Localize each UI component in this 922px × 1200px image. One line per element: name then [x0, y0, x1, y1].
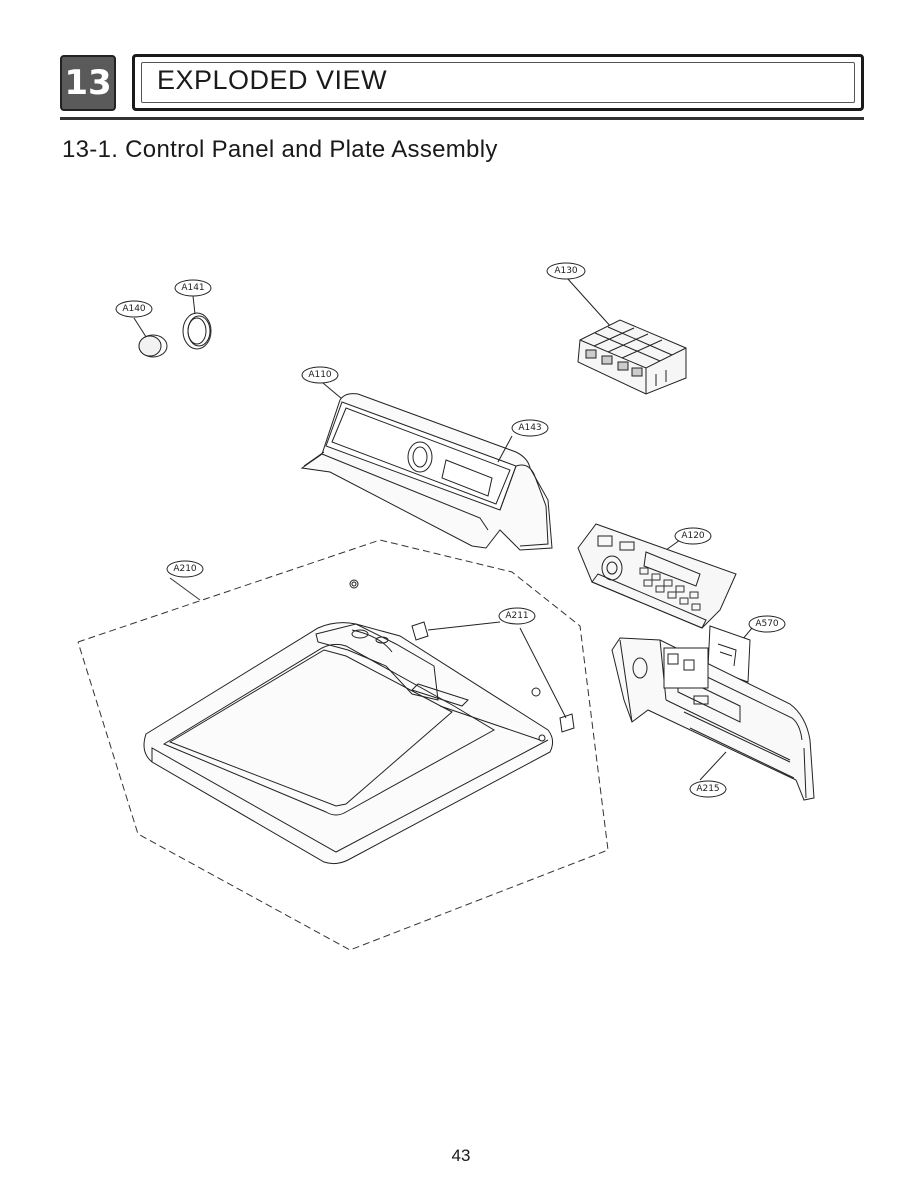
- page-number: 43: [451, 1146, 471, 1165]
- part-a211-brackets: [411, 621, 575, 733]
- callout-a130: [546, 262, 586, 280]
- callout-a211: [498, 607, 536, 625]
- part-a130-module: [566, 277, 687, 395]
- chapter-number: 13: [64, 63, 112, 103]
- part-a210-top-plate: [143, 579, 554, 865]
- part-a215-rear-cover: [611, 637, 815, 801]
- callout-a143: [511, 419, 549, 437]
- callout-label-a210: A210: [173, 564, 197, 574]
- callout-label-a143: A143: [518, 423, 541, 433]
- header-rule: [60, 117, 864, 120]
- part-a140-knob-cap: [133, 317, 168, 358]
- callout-label-a570: A570: [755, 619, 779, 629]
- callout-label-a215: A215: [696, 784, 719, 794]
- callout-label-a110: A110: [308, 370, 332, 380]
- part-a120-pcb: [577, 523, 737, 629]
- part-a570-bracket: [707, 625, 753, 683]
- callout-a215: [689, 780, 727, 798]
- callout-label-a120: A120: [681, 531, 705, 541]
- callout-a570: [748, 615, 786, 633]
- part-a210-boundary: [77, 539, 609, 951]
- part-a141-ring: [182, 295, 212, 350]
- callout-label-a140: A140: [122, 304, 146, 314]
- callout-a120: [674, 527, 712, 545]
- callout-label-a130: A130: [554, 266, 578, 276]
- part-a110-control-panel: [300, 382, 553, 551]
- callout-a141: [174, 279, 212, 297]
- callout-label-a141: A141: [181, 283, 204, 293]
- callout-a110: [301, 366, 339, 384]
- chapter-title-frame: EXPLODED VIEW: [132, 54, 864, 111]
- chapter-title: EXPLODED VIEW: [157, 65, 388, 95]
- callout-label-a211: A211: [505, 611, 528, 621]
- chapter-number-badge: 13: [60, 55, 116, 111]
- callout-a210: [166, 560, 204, 578]
- section-title: 13-1. Control Panel and Plate Assembly: [62, 136, 498, 163]
- callout-a140: [115, 300, 153, 318]
